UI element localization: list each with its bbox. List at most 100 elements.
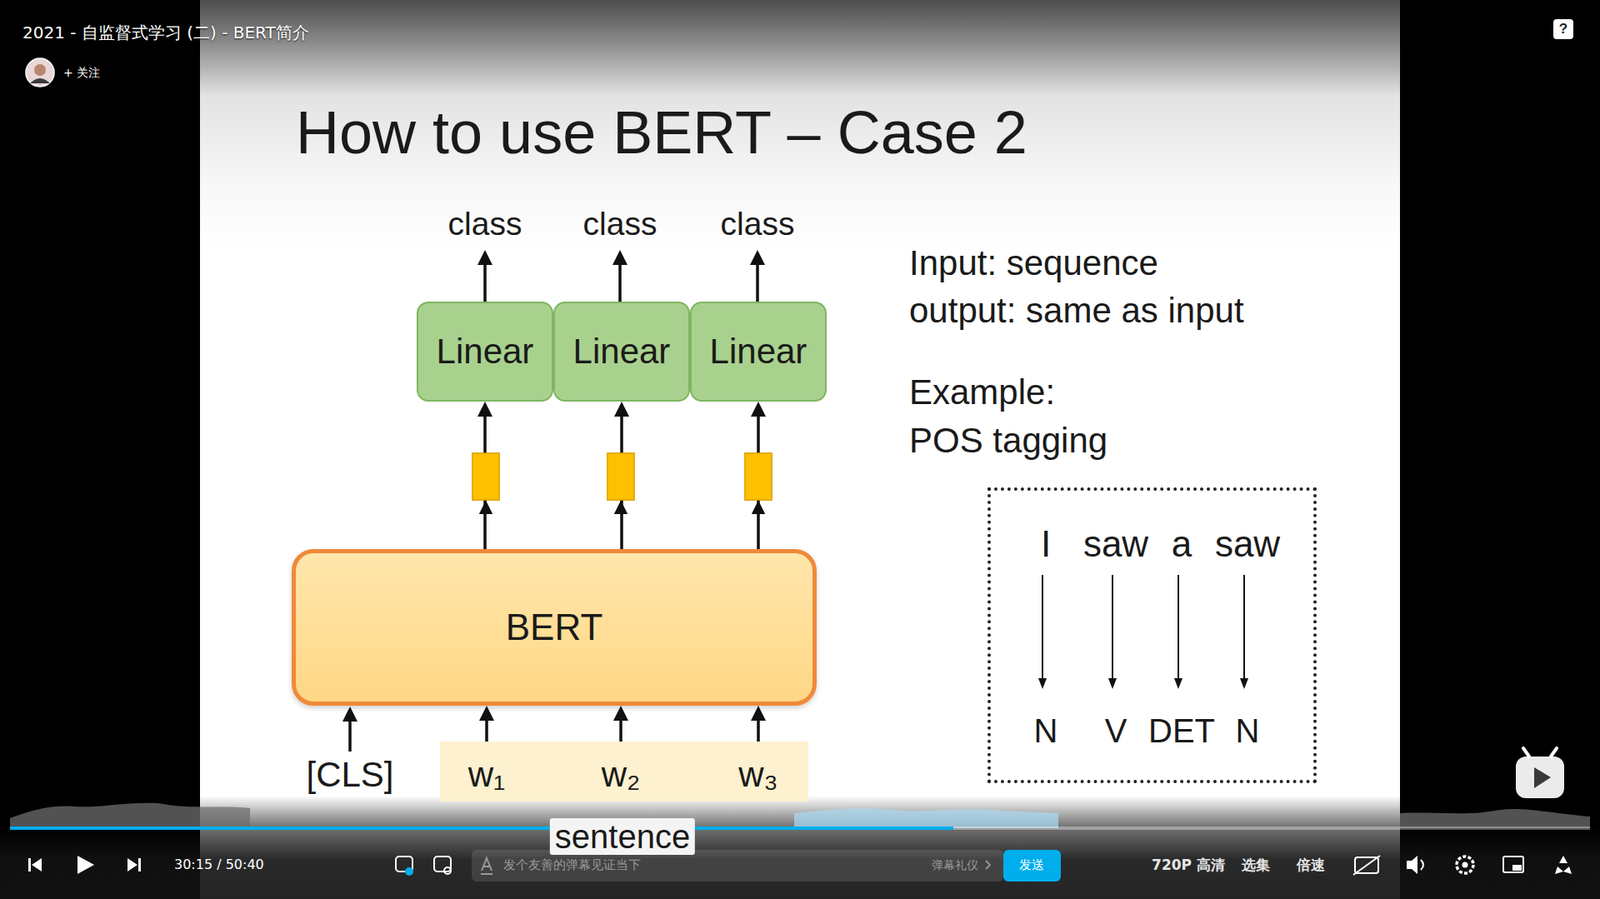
feature-vector [607, 453, 635, 500]
arrowhead [1174, 678, 1183, 690]
send-button [1003, 850, 1061, 882]
video-title: 2021 - 自监督式学习 (二) - BERT简介 [22, 22, 310, 43]
font-icon [480, 858, 493, 875]
font-icon-letter [481, 858, 492, 871]
arrow-line [348, 720, 352, 752]
box-label: N [1034, 712, 1059, 750]
arrow-line [618, 263, 622, 302]
box-label: N [1235, 712, 1260, 750]
feature-vector [472, 453, 500, 500]
danmaku-toggle-icon [395, 856, 414, 876]
prev-triangle [31, 858, 42, 872]
corner [1563, 866, 1572, 875]
arrowhead [612, 250, 628, 265]
danmaku-icon-gear [444, 867, 451, 875]
sound-wave [1420, 860, 1424, 870]
prev-icon [28, 858, 42, 872]
avatar [25, 58, 55, 87]
arrowhead [750, 250, 765, 265]
subtitle-icon [1353, 855, 1380, 875]
arrow-line [1111, 575, 1114, 680]
waveform [10, 803, 250, 829]
box-label: saw [1215, 524, 1280, 565]
volume-icon [1406, 855, 1424, 875]
box-label: w₁ [468, 755, 506, 795]
box-label: Linear [710, 332, 808, 371]
corner [1559, 855, 1568, 864]
send-label: 发送 [1019, 857, 1045, 873]
avatar-face [34, 64, 46, 76]
tv-body [1515, 756, 1565, 799]
arrowhead [479, 705, 495, 721]
box-label: BERT [505, 607, 604, 648]
next-triangle [127, 858, 138, 872]
cls-arrow [342, 706, 358, 752]
chevron [985, 860, 990, 870]
connector-line [485, 717, 489, 742]
danmaku-icon-badge [405, 867, 414, 876]
box-label: V [1105, 712, 1128, 750]
linear-box: Linear [690, 301, 827, 402]
arrowhead [477, 250, 493, 265]
note-text: output: same as input [909, 290, 1245, 332]
bert-box: BERT [291, 549, 817, 706]
tv-antenna [1523, 748, 1530, 757]
arrowhead [751, 500, 765, 515]
class-arrows [477, 250, 765, 302]
tv-play [1534, 767, 1551, 789]
connector-arrow [613, 705, 629, 742]
box-label: saw [1083, 524, 1149, 565]
connector-arrow [750, 705, 766, 742]
input-band: w₁w₂w₃sentence [440, 741, 809, 802]
episodes-button: 选集 [1241, 856, 1270, 874]
note-text: Input: sequence [909, 242, 1159, 285]
arrowhead [1108, 678, 1117, 690]
play-icon [77, 855, 95, 875]
prev-bar [28, 858, 31, 872]
progress-track [10, 826, 1590, 830]
arrowhead [613, 705, 629, 721]
box-label: Linear [436, 332, 535, 371]
avatar-body [30, 78, 50, 84]
linear-box: Linear [553, 301, 690, 402]
box-label: DET [1148, 712, 1215, 750]
box-label: I [1040, 524, 1051, 565]
top-shade [0, 0, 1600, 96]
cls-token: [CLS] [305, 754, 394, 796]
arrowhead [1240, 678, 1249, 690]
speaker [1406, 855, 1418, 875]
gear-inner [1462, 862, 1469, 869]
arrow-line [1041, 575, 1044, 680]
arrow-line [483, 263, 487, 302]
waveform-highlight [794, 808, 1059, 829]
time-display: 30:15 / 50:40 [174, 856, 265, 873]
arrowhead [750, 401, 766, 417]
box-label: Linear [573, 332, 671, 371]
fullscreen-icon [1555, 855, 1572, 875]
arrow-line [1177, 575, 1180, 680]
box-label: sentence [550, 818, 695, 855]
next-icon [127, 858, 141, 872]
help-icon: ? [1559, 20, 1568, 38]
output-label: class [448, 205, 523, 245]
box-label: w₃ [738, 755, 778, 795]
linear-box: Linear [416, 301, 554, 402]
note-text: Example: [909, 371, 1055, 414]
connector-line [756, 717, 760, 742]
arrowhead [477, 401, 493, 417]
arrow-line [1243, 575, 1245, 680]
feature-vector [745, 453, 772, 500]
arrowhead [1038, 678, 1047, 690]
arrow-line [755, 263, 760, 302]
connector-line [619, 717, 623, 742]
arrowhead [750, 705, 766, 721]
next-bar [138, 858, 141, 872]
pip-inner [1512, 865, 1522, 871]
help-icon-box [1553, 19, 1574, 40]
tv-icon [1515, 748, 1565, 799]
arrowhead [342, 706, 358, 722]
arrowhead [479, 500, 493, 515]
box-label: a [1171, 524, 1192, 565]
box-label: w₂ [601, 755, 641, 795]
